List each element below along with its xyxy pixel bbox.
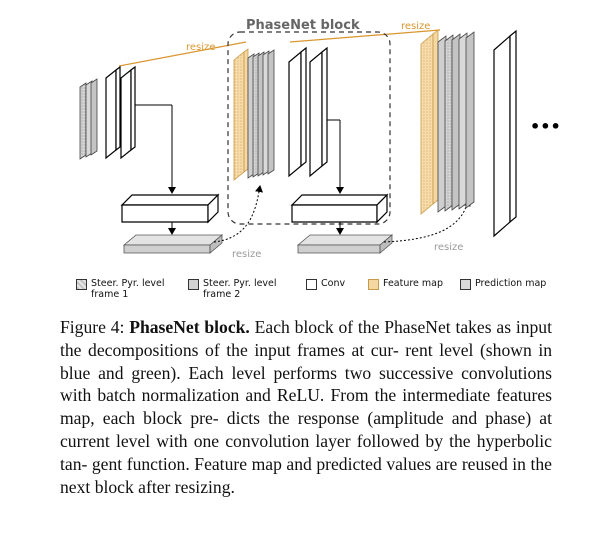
left-input-stack bbox=[79, 78, 98, 160]
legend-item-prediction-map: Prediction map bbox=[460, 278, 546, 290]
legend-label-feature-map: Feature map bbox=[383, 278, 444, 289]
conv-swatch bbox=[306, 279, 317, 290]
left-prediction-map bbox=[122, 234, 224, 254]
resize-label-top-2: resize bbox=[401, 21, 430, 32]
middle-prediction-map bbox=[296, 234, 394, 254]
legend-item-steer-frame1: Steer. Pyr. level frame 1 bbox=[76, 278, 165, 300]
legend-label-steer-frame1: Steer. Pyr. level frame 1 bbox=[91, 278, 165, 300]
middle-input-stack bbox=[233, 48, 275, 181]
resize-label-top-1: resize bbox=[186, 42, 215, 53]
legend-item-steer-frame2: Steer. Pyr. level frame 2 bbox=[188, 278, 277, 300]
caption-figure-label: Figure 4: bbox=[60, 317, 125, 337]
legend-label-steer-frame2: Steer. Pyr. level frame 2 bbox=[203, 278, 277, 300]
legend: Steer. Pyr. level frame 1 Steer. Pyr. le… bbox=[76, 278, 576, 312]
resize-line-1 bbox=[118, 41, 247, 67]
left-prediction-conv bbox=[120, 193, 220, 224]
phasenet-diagram: resize resize PhaseNet block resize bbox=[79, 18, 561, 260]
resize-line-2 bbox=[289, 29, 441, 43]
legend-label-conv: Conv bbox=[321, 278, 346, 289]
prediction-map-swatch bbox=[460, 279, 471, 290]
legend-item-conv: Conv bbox=[306, 278, 345, 290]
caption-title: PhaseNet block. bbox=[129, 317, 250, 337]
phasenet-block-title: PhaseNet block bbox=[246, 18, 360, 33]
steer-frame2-swatch bbox=[188, 279, 199, 290]
steer-frame1-swatch bbox=[76, 279, 87, 290]
middle-prediction-conv bbox=[290, 193, 389, 224]
resize-label-bottom-2: resize bbox=[434, 242, 463, 253]
left-conv-stack bbox=[105, 65, 136, 160]
legend-label-prediction-map: Prediction map bbox=[475, 278, 547, 289]
right-input-stack bbox=[420, 29, 475, 215]
resize-label-bottom-1: resize bbox=[232, 249, 261, 260]
continuation-ellipsis: ••• bbox=[530, 117, 561, 136]
feature-map-swatch bbox=[368, 279, 379, 290]
legend-item-feature-map: Feature map bbox=[368, 278, 443, 290]
middle-conv-stack bbox=[288, 46, 328, 178]
caption-body: Each block of the PhaseNet takes as inpu… bbox=[60, 317, 552, 497]
right-conv bbox=[493, 29, 517, 238]
figure-caption: Figure 4: PhaseNet block. Each block of … bbox=[60, 316, 552, 498]
